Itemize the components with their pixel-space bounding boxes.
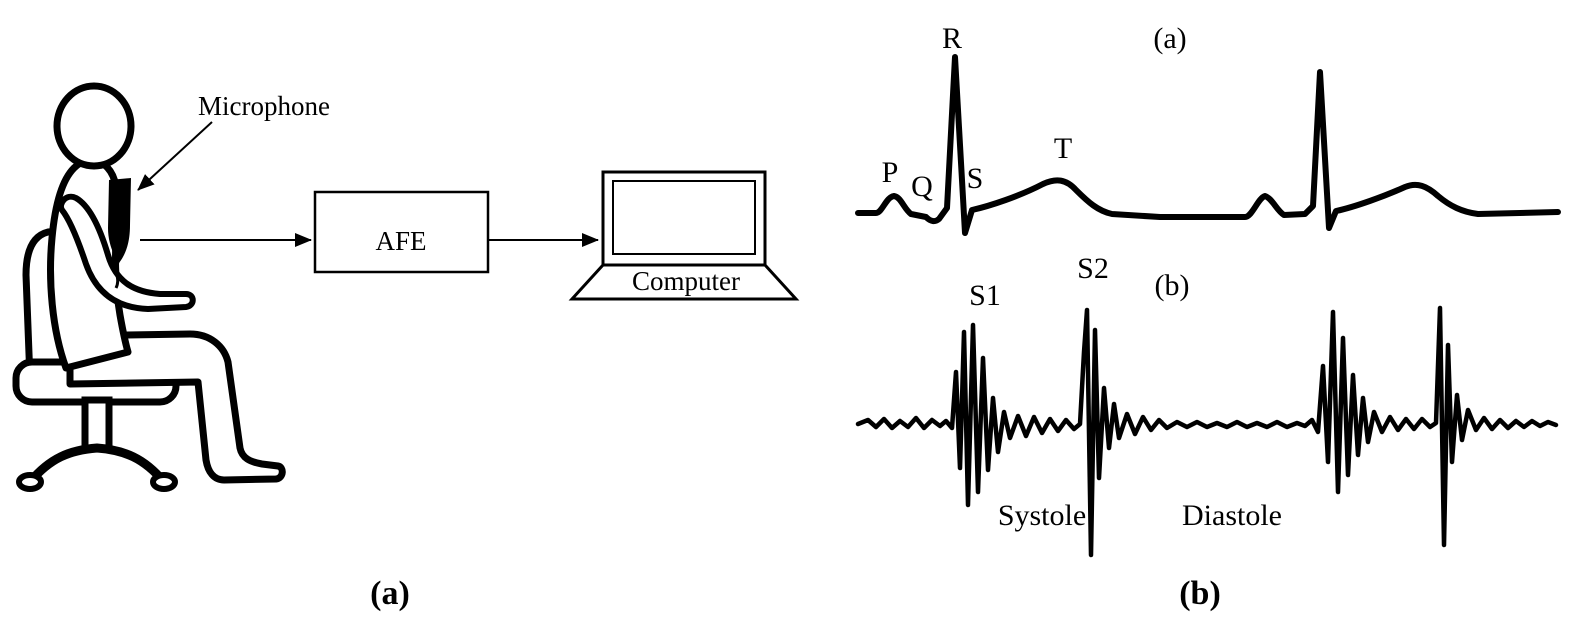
ecg-point-s-label: S <box>967 162 984 195</box>
chair-base <box>25 443 169 487</box>
panel-a-caption: (a) <box>370 575 410 612</box>
measurement-setup-panel: Microphone AFE Computer (a) <box>12 82 800 612</box>
chair-pedestal <box>81 396 113 452</box>
afe-label: AFE <box>375 226 426 256</box>
microphone-pointer-arrow <box>137 121 213 191</box>
ecg-point-t-label: T <box>1054 132 1072 165</box>
pcg-panel-label: (b) <box>1155 269 1190 302</box>
chair-wheel-right <box>150 472 178 492</box>
diastole-label: Diastole <box>1182 499 1282 532</box>
signals-panel: (a) R P Q S T S1 S2 (b) Systole Diastole… <box>855 22 1561 612</box>
laptop-screen-inner <box>612 180 756 255</box>
person-head <box>53 82 135 170</box>
pcg-waveform <box>855 305 1559 558</box>
microphone-icon <box>108 178 131 263</box>
afe-box <box>313 190 490 274</box>
person-arm <box>58 193 196 312</box>
microphone-label: Microphone <box>198 91 330 121</box>
pcg-s1-label: S1 <box>969 279 1001 312</box>
ecg-panel-label: (a) <box>1153 22 1186 55</box>
ecg-point-p-label: P <box>882 156 899 189</box>
laptop-base <box>568 263 800 301</box>
computer-label: Computer <box>632 266 740 296</box>
microphone-cable <box>114 261 120 289</box>
ecg-point-q-label: Q <box>911 170 933 203</box>
panel-b-caption: (b) <box>1179 575 1221 612</box>
chair-wheel-left <box>16 472 44 492</box>
systole-label: Systole <box>998 499 1086 532</box>
person-leg <box>66 330 286 484</box>
pcg-s2-label: S2 <box>1077 252 1109 285</box>
ecg-point-r-label: R <box>942 22 962 55</box>
computer-figure: Computer <box>568 170 800 301</box>
ecg-waveform <box>855 54 1561 236</box>
